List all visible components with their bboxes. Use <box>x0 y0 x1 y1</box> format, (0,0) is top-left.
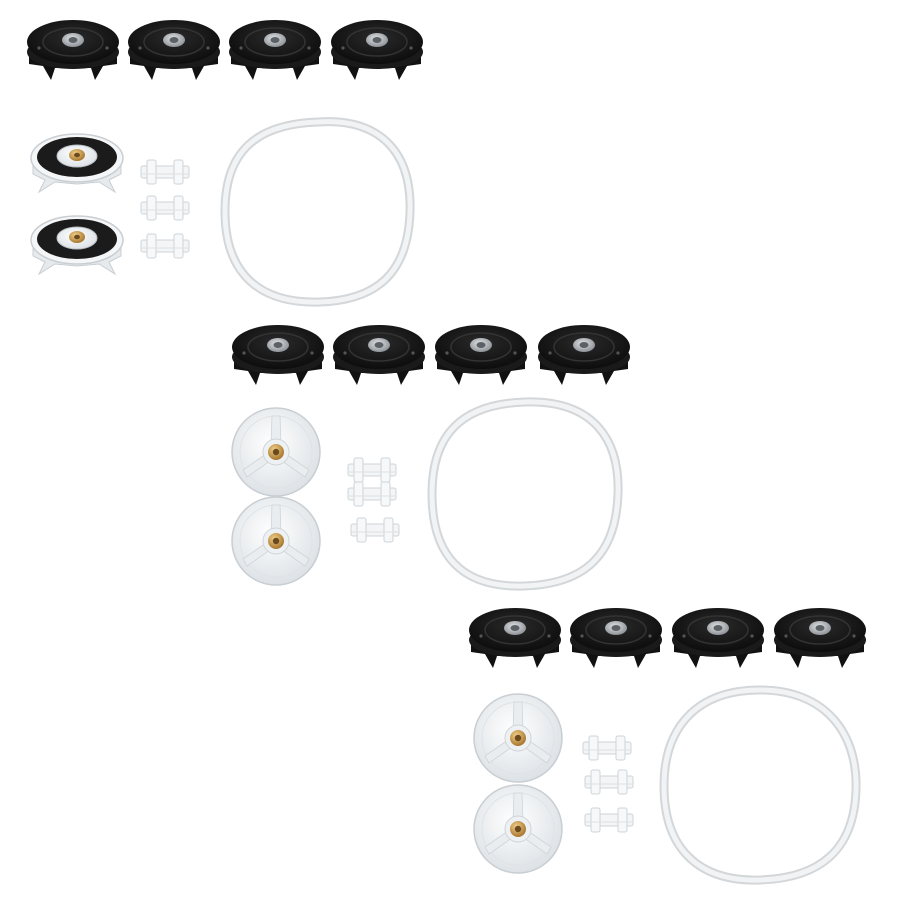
black-gear <box>127 19 221 81</box>
clear-gear <box>231 496 321 586</box>
black-gear <box>569 607 663 669</box>
sealing-ring <box>659 685 861 885</box>
clear-gear <box>473 693 563 783</box>
black-gear <box>434 324 528 386</box>
black-gear <box>773 607 867 669</box>
clip <box>347 481 397 507</box>
black-gear <box>537 324 631 386</box>
black-gear <box>671 607 765 669</box>
sealing-ring <box>220 117 415 307</box>
clear-gear <box>231 407 321 497</box>
sealing-ring <box>427 397 623 591</box>
kit-1 <box>26 19 424 307</box>
clip <box>140 195 190 221</box>
clip <box>140 233 190 259</box>
clip <box>584 769 634 795</box>
black-gear <box>330 19 424 81</box>
clip <box>582 735 632 761</box>
clear-gear <box>30 215 124 275</box>
black-gear <box>26 19 120 81</box>
clip <box>347 457 397 483</box>
clear-gear <box>30 133 124 193</box>
clip <box>584 807 634 833</box>
clip <box>140 159 190 185</box>
clear-gear <box>473 784 563 874</box>
clip <box>350 517 400 543</box>
black-gear <box>228 19 322 81</box>
kit-2 <box>231 324 631 591</box>
kit-3 <box>468 607 867 885</box>
black-gear <box>332 324 426 386</box>
black-gear <box>468 607 562 669</box>
black-gear <box>231 324 325 386</box>
